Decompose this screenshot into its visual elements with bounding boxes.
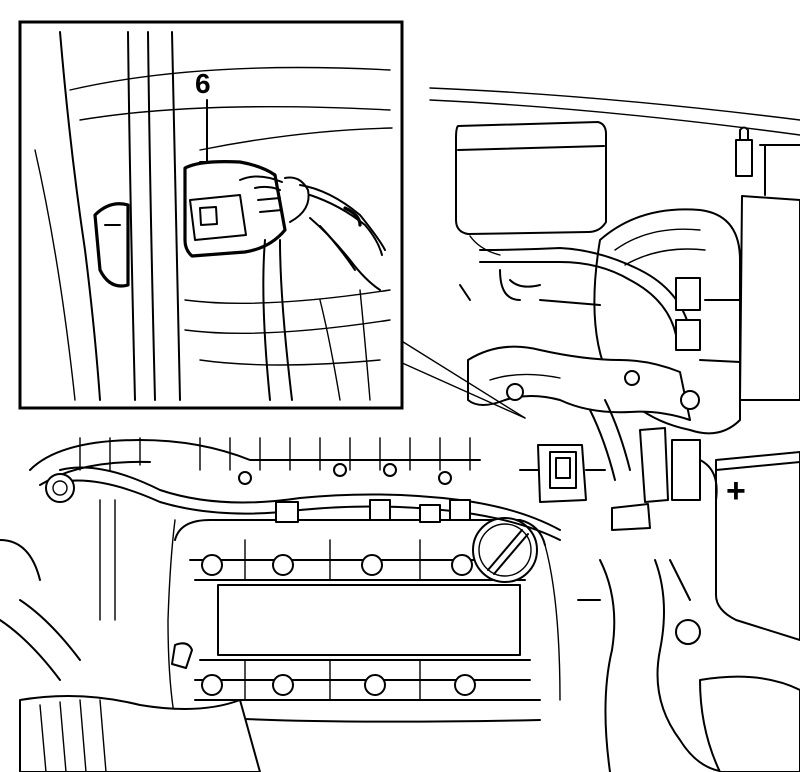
cylinder-head-cover bbox=[174, 519, 546, 723]
engine-bay-drawing: + bbox=[0, 87, 800, 772]
air-box-cover bbox=[455, 121, 607, 256]
right-center-pipes bbox=[589, 299, 741, 503]
coolant-hoses bbox=[19, 503, 800, 772]
callout-label-6: 6 bbox=[195, 68, 211, 99]
detail-inset bbox=[18, 20, 404, 410]
battery: + bbox=[715, 126, 800, 641]
intake-manifold bbox=[29, 437, 481, 486]
sensor-connector-6 bbox=[519, 444, 606, 503]
callout-leader-line bbox=[399, 339, 526, 419]
left-engine-details bbox=[0, 473, 193, 681]
intake-pipe bbox=[467, 345, 691, 421]
wiring-harness bbox=[59, 466, 561, 721]
inset-sensor-connector bbox=[183, 160, 386, 291]
oil-filler-cap bbox=[472, 517, 538, 583]
battery-positive-symbol: + bbox=[726, 472, 746, 510]
vacuum-hoses bbox=[459, 247, 701, 351]
